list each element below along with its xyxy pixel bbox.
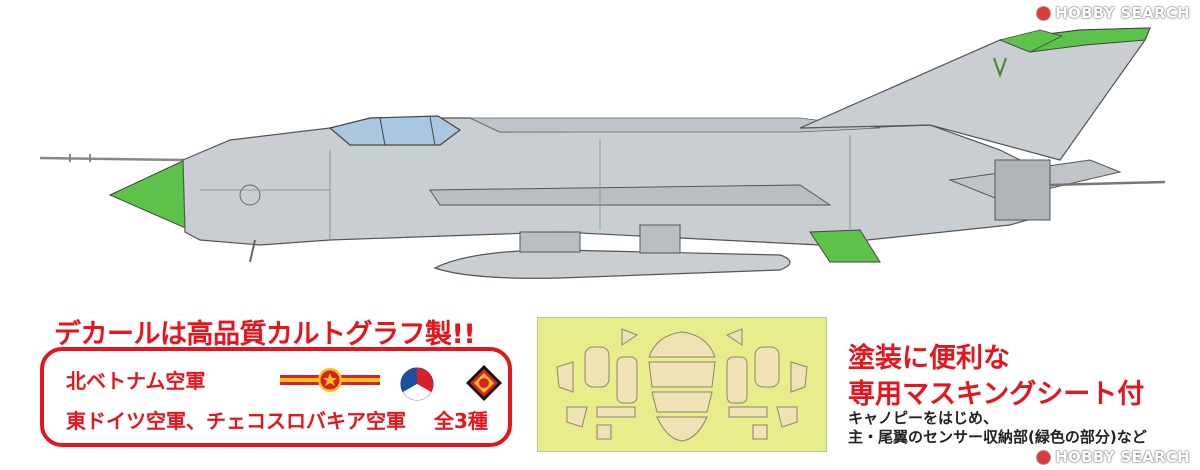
canopy: [328, 115, 462, 146]
decal-line-2: 東ドイツ空軍、チェコスロバキア空軍: [66, 409, 406, 433]
masking-desc-line-2: 主・尾翼のセンサー収納部(緑色の部分)など: [848, 428, 1147, 446]
decal-headline: デカールは高品質カルトグラフ製!!: [54, 319, 476, 350]
hobby-search-logo-icon: [1036, 449, 1052, 465]
nose-cone: [108, 159, 191, 231]
gdr-roundel-icon: [466, 365, 502, 401]
masking-desc-line-1: キャノピーをはじめ、: [848, 409, 999, 427]
aircraft-illustration: [39, 27, 1166, 279]
masking-title-line-2: 専用マスキングシート付: [848, 379, 1145, 410]
drop-tank: [433, 249, 791, 279]
vietnam-roundel-icon: [280, 368, 380, 392]
decal-line-1: 北ベトナム空軍: [66, 369, 206, 393]
watermark-text: HOBBY SEARCH: [1055, 448, 1190, 466]
watermark-text: HOBBY SEARCH: [1055, 4, 1190, 22]
pitot-probe: [39, 156, 186, 162]
watermark-top: HOBBY SEARCH: [1036, 4, 1190, 22]
decal-count: 全3種: [434, 409, 488, 433]
czech-roundel-icon: [400, 367, 434, 401]
ventral-fin: [809, 229, 881, 263]
decal-info-box: 北ベトナム空軍 東ドイツ空軍、チェコスロバキア空軍 全3種: [40, 347, 512, 447]
watermark-bottom: HOBBY SEARCH: [1036, 448, 1190, 466]
masking-sheet-icon: [537, 317, 827, 452]
fuselage: [182, 117, 1051, 246]
hobby-search-logo-icon: [1036, 5, 1052, 21]
masking-title-line-1: 塗装に便利な: [848, 343, 1010, 374]
